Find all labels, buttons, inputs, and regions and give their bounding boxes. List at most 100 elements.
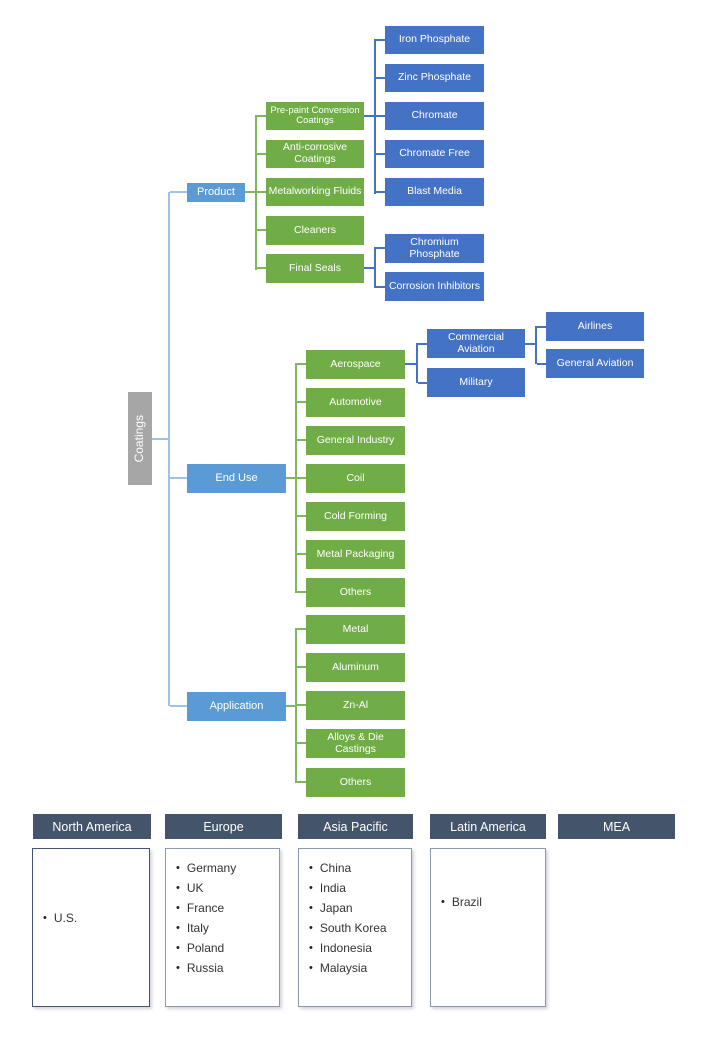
connector [297,401,306,403]
category-label: Metalworking Fluids [268,185,362,198]
country-item: •Indonesia [299,938,411,958]
branch-application: Application [187,692,286,721]
country-label: Poland [186,941,225,955]
connector [297,477,306,479]
country-item: •UK [166,878,279,898]
connector [376,247,385,249]
root-node-coatings: Coatings [128,392,152,485]
category-metal-packaging: Metal Packaging [306,540,405,569]
category-label: Others [339,585,372,598]
category-label: Aluminum [332,660,379,673]
country-item: • U.S. [33,908,149,928]
connector [297,363,306,365]
category-final-seals: Final Seals [266,254,364,283]
connector [297,742,306,744]
category-cold-forming: Cold Forming [306,502,405,531]
country-item: •China [299,858,411,878]
branch-end-use: End Use [187,464,286,493]
connector [257,229,266,231]
leaf-general-aviation: General Aviation [546,349,644,378]
branch-end-use-label: End Use [215,472,258,485]
connector [297,666,306,668]
connector [376,115,385,117]
branch-product-label: Product [197,186,235,199]
category-label: General Industry [316,433,395,446]
country-label: India [319,881,346,895]
category-aerospace: Aerospace [306,350,405,379]
category-anti-corrosive-coatings: Anti-corrosive Coatings [266,140,364,168]
connector [297,628,306,630]
connector-trunk [374,39,376,194]
connector-trunk [416,343,418,383]
region-name: MEA [602,819,631,834]
country-label: UK [186,881,204,895]
connector [297,553,306,555]
leaf-label: Commercial Aviation [447,330,504,355]
country-label: Russia [186,961,224,975]
region-body-north-america: • U.S. [32,848,150,1007]
connector [245,191,255,193]
connector [364,267,374,269]
category-application-others: Others [306,768,405,797]
connector [297,591,306,593]
connector [376,286,385,288]
country-item: •Germany [166,858,279,878]
connector [257,153,266,155]
leaf-label: Corrosion Inhibitors [388,279,481,292]
region-body-asia-pacific: •China •India •Japan •South Korea •Indon… [298,848,412,1007]
connector-trunk [295,363,297,593]
leaf-iron-phosphate: Iron Phosphate [385,26,484,54]
leaf-chromate: Chromate [385,102,484,130]
connector [152,438,168,440]
leaf-commercial-aviation: Commercial Aviation [427,329,525,358]
leaf-label: General Aviation [556,356,634,369]
leaf-label: Blast Media [407,185,462,198]
category-aluminum: Aluminum [306,653,405,682]
leaf-label: Chromium Phosphate [409,235,460,260]
bullet-icon: • [441,896,445,908]
category-label: Automotive [329,395,382,408]
country-item: •Russia [166,958,279,978]
category-zn-al: Zn-Al [306,691,405,720]
country-label: Malaysia [319,961,368,975]
bullet-icon: • [176,862,180,874]
category-prepaint-conversion-coatings: Pre-paint Conversion Coatings [266,102,364,130]
country-item: • Poland [166,938,279,958]
leaf-label: Zinc Phosphate [398,71,471,84]
category-label: Cold Forming [323,509,388,522]
connector [297,781,306,783]
leaf-chromium-phosphate: Chromium Phosphate [385,234,484,263]
leaf-military: Military [427,368,525,397]
country-item: •Italy [166,918,279,938]
leaf-zinc-phosphate: Zinc Phosphate [385,64,484,92]
region-header-asia-pacific: Asia Pacific [298,814,413,839]
bullet-icon: • [176,942,180,954]
connector [297,515,306,517]
bullet-icon: • [309,882,313,894]
connector [257,191,266,193]
connector [170,191,187,193]
connector [286,705,295,707]
bullet-icon: • [43,912,47,924]
region-header-europe: Europe [165,814,282,839]
bullet-icon: • [309,942,313,954]
connector [170,477,187,479]
connector [170,705,187,707]
connector [364,115,374,117]
leaf-label: Chromate Free [399,147,470,160]
region-name: Latin America [450,819,526,834]
branch-product: Product [187,183,245,202]
category-coil: Coil [306,464,405,493]
country-label: France [186,901,225,915]
category-label: Anti-corrosive Coatings [282,141,348,165]
country-label: South Korea [319,921,387,935]
connector [405,363,416,365]
category-label: Coil [346,471,365,484]
category-label: Metal Packaging [316,547,395,560]
country-label: U.S. [53,911,78,925]
category-label: Cleaners [293,223,337,236]
connector [257,115,266,117]
connector [418,382,427,384]
connector [376,77,385,79]
connector [525,343,535,345]
